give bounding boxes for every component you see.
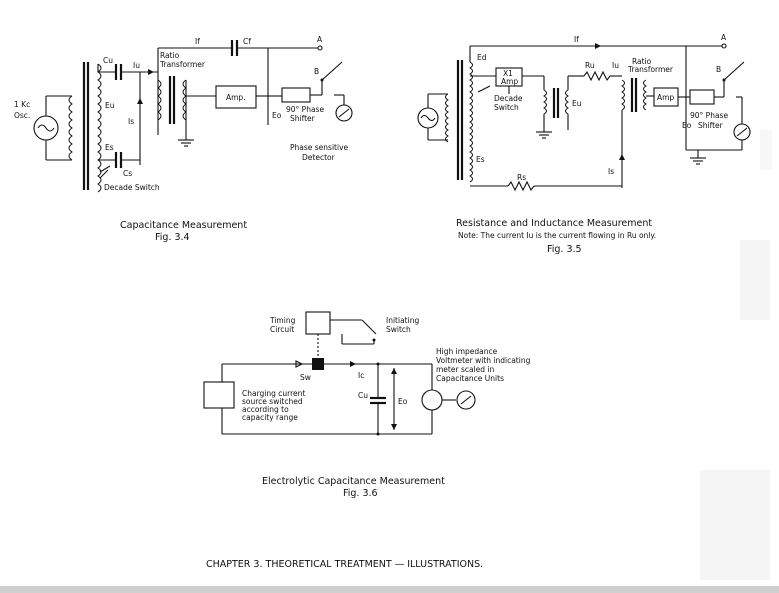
ed-label: Ed xyxy=(477,53,487,62)
scan-noise xyxy=(700,130,772,580)
fig34-caption: Capacitance Measurement xyxy=(120,220,247,231)
ratio-tx-label-1: Ratio xyxy=(160,51,180,60)
is-label: Is xyxy=(128,117,134,126)
voltmeter-icon xyxy=(421,389,443,411)
charging-source-block xyxy=(203,381,235,409)
init-label-1: Initiating xyxy=(386,316,419,325)
figure-3-6: Timing Circuit Initiating Switch Sw Ic C… xyxy=(203,311,531,499)
src-label-3: according to xyxy=(242,405,289,414)
amplifier-block xyxy=(215,85,257,109)
b-label-2: B xyxy=(716,65,721,74)
fig35-number: Fig. 3.5 xyxy=(547,244,582,255)
sw-label: Sw xyxy=(300,373,311,382)
x1-amp-label-1: X1 xyxy=(503,69,513,78)
figure-3-5: A If Ed Es X1 Amp Decade Switch Eu Ru Iu xyxy=(417,33,751,255)
amp-label: Amp. xyxy=(226,93,246,102)
a-label: A xyxy=(317,35,323,44)
eu-label-2: Eu xyxy=(572,99,582,108)
phase-shifter2-label-1: 90° Phase xyxy=(690,111,728,120)
selector-switch-b-2 xyxy=(723,61,745,81)
decade-label-2a: Decade xyxy=(494,94,523,103)
ratio-tx2-primary xyxy=(621,79,625,111)
hv-label-2: Voltmeter with indicating xyxy=(436,356,531,365)
cs-label: Cs xyxy=(123,169,132,178)
selector-switch-b xyxy=(321,61,343,81)
sine-wave-icon xyxy=(37,124,55,132)
phase-shifter-label-1: 90° Phase xyxy=(286,105,324,114)
secondary-coil-2 xyxy=(469,61,473,183)
fig34-number: Fig. 3.4 xyxy=(155,232,190,243)
terminal-a-2 xyxy=(721,43,727,49)
fig36-number: Fig. 3.6 xyxy=(343,488,378,499)
ratio-tx-label-2: Transformer xyxy=(159,60,206,69)
sw-switch-block xyxy=(312,358,324,370)
eo-label: Eo xyxy=(272,111,282,120)
src-label-2: source switched xyxy=(242,397,303,406)
phase-shifter2-label-2: Shifter xyxy=(698,121,724,130)
ratio-tx2-secondary xyxy=(643,79,647,111)
hv-label-3: meter scaled in xyxy=(436,365,494,374)
decade-label-2b: Switch xyxy=(494,103,519,112)
indicating-meter-icon xyxy=(456,390,476,410)
phase-shifter-block xyxy=(281,87,311,103)
timing-label-1: Timing xyxy=(269,316,296,325)
timing-circuit-block xyxy=(305,311,331,335)
x1-amp-label-2: Amp xyxy=(501,77,518,86)
phase-detector-meter-icon xyxy=(335,104,353,122)
ru-label: Ru xyxy=(585,61,595,70)
eo-label-2: Eo xyxy=(682,121,692,130)
es-label: Es xyxy=(105,143,114,152)
is-label-2: Is xyxy=(608,167,614,176)
detector-label-2: Detector xyxy=(302,153,336,162)
terminal-a xyxy=(317,45,323,51)
transformer-2-secondary xyxy=(565,89,569,115)
b-label: B xyxy=(314,67,319,76)
ic-label: Ic xyxy=(358,371,364,380)
init-label-2: Switch xyxy=(386,325,411,334)
scan-bottom-edge xyxy=(0,586,779,593)
src-label-1: Charging current xyxy=(242,389,305,398)
cu-label: Cu xyxy=(103,56,113,65)
initiating-switch xyxy=(361,319,377,335)
resistor-rs xyxy=(507,180,535,192)
phase-shifter-label-2: Shifter xyxy=(290,114,316,123)
figure-3-4: 1 Kc Osc. Cu Iu Eu Es Is Cs xyxy=(14,35,353,243)
ratio-tx-secondary xyxy=(182,79,187,121)
if-label: If xyxy=(195,37,200,46)
osc-label-1: 1 Kc xyxy=(14,100,30,109)
fig35-caption: Resistance and Inductance Measurement xyxy=(456,218,652,229)
eu-label: Eu xyxy=(105,101,115,110)
osc-label-2: Osc. xyxy=(14,111,30,120)
chapter-footer-title: CHAPTER 3. THEORETICAL TREATMENT — ILLUS… xyxy=(206,559,483,570)
primary-coil-2 xyxy=(445,93,449,143)
sine-wave-icon-2 xyxy=(420,114,436,122)
cu-label-2: Cu xyxy=(358,391,368,400)
transformer-2-primary xyxy=(543,89,547,115)
iu-label-2: Iu xyxy=(612,61,619,70)
decade-switch-label: Decade Switch xyxy=(104,183,160,192)
phase-shifter-block-2 xyxy=(689,89,715,105)
ratio-tx2-label-1: Ratio xyxy=(632,57,652,66)
eo-label-3: Eo xyxy=(398,397,408,406)
a-label-2: A xyxy=(721,33,727,42)
iu-label: Iu xyxy=(133,61,140,70)
timing-label-2: Circuit xyxy=(270,325,294,334)
cf-label: Cf xyxy=(243,37,251,46)
detector-label-1: Phase sensitive xyxy=(290,143,349,152)
hv-label-4: Capacitance Units xyxy=(436,374,504,383)
secondary-coil xyxy=(97,63,102,193)
fig36-caption: Electrolytic Capacitance Measurement xyxy=(262,476,445,487)
rs-label: Rs xyxy=(517,173,526,182)
if-label-2: If xyxy=(574,35,579,44)
amp-label-2: Amp xyxy=(657,93,674,102)
ratio-tx2-label-2: Transformer xyxy=(627,65,674,74)
resistor-ru xyxy=(583,70,611,82)
fig35-note: Note: The current Iu is the current flow… xyxy=(458,231,656,240)
primary-coil xyxy=(68,95,73,161)
ratio-tx-primary xyxy=(157,79,162,121)
src-label-4: capacity range xyxy=(242,413,298,422)
hv-label-1: High impedance xyxy=(436,347,498,356)
es-label-2: Es xyxy=(476,155,485,164)
